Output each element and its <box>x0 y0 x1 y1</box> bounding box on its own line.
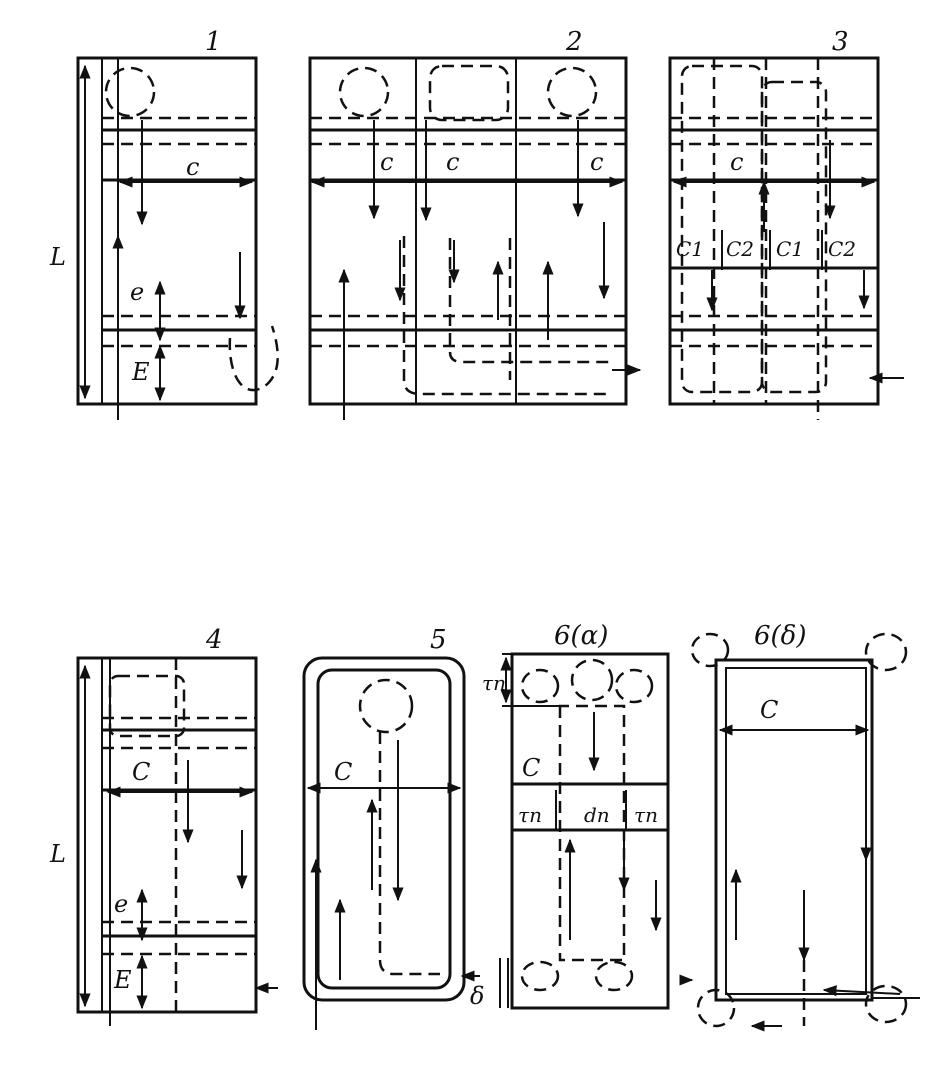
panel-1-end-loop <box>228 325 279 392</box>
panel-2-circle-right <box>546 66 598 118</box>
panel-3-number: 3 <box>832 27 849 57</box>
panel-4-L-label: L <box>49 840 66 868</box>
panel-6a-number: 6(α) <box>554 621 608 651</box>
panel-6b-frame-outer <box>714 658 874 1002</box>
panel-1-e-label: e <box>130 278 144 306</box>
panel-6a-c-label: C <box>522 754 540 782</box>
panel-1: 1 L c e E <box>49 27 279 420</box>
panel-2-frame <box>308 56 628 406</box>
panel-4-number: 4 <box>205 625 223 655</box>
panel-4-E-label: E <box>113 966 132 994</box>
panel-6a-tau-left-label: τn <box>518 803 542 827</box>
panel-1-frame <box>76 56 258 406</box>
panel-3-c1a-label: C1 <box>676 237 704 261</box>
panel-2-c1-label: c <box>380 148 393 176</box>
panel-4-c-label: C <box>132 758 150 786</box>
panel-5-start-circle <box>358 678 414 734</box>
panel-6b-frame-inner <box>725 667 867 995</box>
panel-6a-d-label: dn <box>584 803 610 827</box>
panel-5-delta-label: δ <box>470 982 484 1010</box>
panel-6a-tau-top-label: τn <box>482 671 506 695</box>
panel-6a-tau-right-label: τn <box>634 803 658 827</box>
panel-2-circle-left <box>338 66 390 118</box>
panel-5-frame-outer <box>302 656 466 1002</box>
panel-2-c2-label: c <box>446 148 459 176</box>
panel-3-c-label: c <box>730 148 743 176</box>
panel-6b: 6(δ) C <box>690 621 920 1032</box>
panel-5: 5 C δ <box>302 625 484 1030</box>
panel-5-number: 5 <box>430 625 447 655</box>
panel-4-frame <box>76 656 258 1014</box>
panel-6a: 6(α) τn C τn dn τn <box>482 621 694 1010</box>
panel-5-c-label: C <box>334 758 352 786</box>
panel-6b-number: 6(δ) <box>754 621 806 651</box>
panel-2-number: 2 <box>565 27 583 57</box>
panel-2-c3-label: c <box>590 148 603 176</box>
panel-4-e-label: e <box>114 890 128 918</box>
panel-3-c2a-label: C2 <box>726 237 754 261</box>
panel-4: 4 L C e E <box>49 625 278 1026</box>
panel-6b-c-label: C <box>760 696 778 724</box>
panel-3-c1b-label: C1 <box>776 237 804 261</box>
panel-2-loop-middle <box>428 64 510 122</box>
panel-1-number: 1 <box>205 27 222 57</box>
panel-1-L-label: L <box>49 243 66 271</box>
panel-5-frame-inner <box>316 668 452 990</box>
panel-1-c-label: c <box>186 153 199 181</box>
panel-3-coil-a <box>680 64 764 394</box>
panel-3-frame <box>668 56 880 406</box>
panel-3-c2b-label: C2 <box>828 237 856 261</box>
panel-3: 3 c C1 C2 C1 C2 <box>668 27 904 420</box>
panel-3-coil-b <box>760 80 828 394</box>
panel-2: 2 c c c <box>308 27 642 420</box>
panel-1-start-circle <box>104 66 156 118</box>
panel-1-E-label: E <box>131 358 150 386</box>
